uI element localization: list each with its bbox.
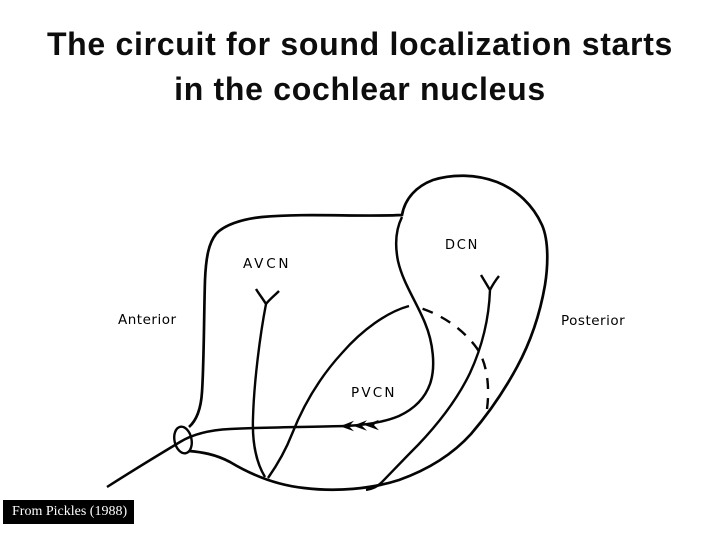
source-caption-text: From Pickles (1988): [12, 504, 128, 519]
label-pvcn: PVCN: [351, 385, 397, 401]
label-anterior: Anterior: [118, 312, 177, 328]
slide-title: The circuit for sound localization start…: [0, 22, 720, 112]
label-posterior: Posterior: [561, 313, 625, 329]
label-dcn: DCN: [445, 238, 479, 253]
pvcn-boundary-dashed: [413, 304, 490, 410]
label-avcn: AVCN: [243, 256, 291, 272]
title-line-2: in the cochlear nucleus: [174, 71, 546, 107]
pvcn-boundary-solid: [267, 304, 410, 479]
avcn-fiber-branch: [251, 288, 280, 478]
auditory-nerve-fiber: [106, 216, 435, 489]
direction-arrowheads: [340, 419, 379, 432]
source-caption: From Pickles (1988): [3, 500, 135, 524]
title-line-1: The circuit for sound localization start…: [46, 26, 674, 62]
dcn-fiber-branch: [365, 274, 500, 492]
nerve-root-ellipse: [173, 425, 193, 455]
nucleus-outline: [188, 174, 549, 492]
